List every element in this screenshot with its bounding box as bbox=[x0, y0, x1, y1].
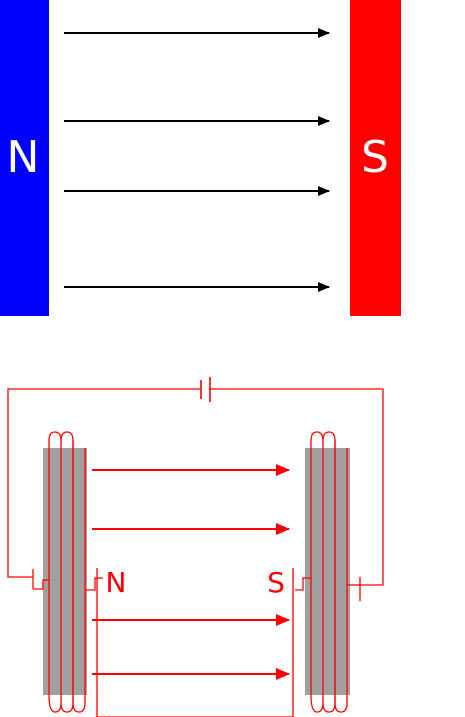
circuit-outer-loop-right bbox=[210, 388, 384, 586]
right-coil bbox=[295, 431, 360, 713]
circuit-outer-loop bbox=[7, 388, 201, 578]
north-pole-label: N bbox=[7, 132, 40, 183]
south-pole-bar bbox=[350, 0, 401, 316]
electromagnet: N S bbox=[7, 377, 384, 717]
left-iron-core bbox=[43, 448, 87, 695]
electromagnet-north-label: N bbox=[106, 566, 127, 599]
south-pole-label: S bbox=[361, 132, 389, 183]
electromagnet-south-label: S bbox=[267, 566, 285, 599]
left-coil bbox=[33, 431, 294, 717]
left-coil-lead bbox=[96, 568, 294, 717]
permanent-magnet: N S bbox=[0, 0, 401, 316]
field-lines bbox=[64, 28, 330, 292]
right-iron-core bbox=[305, 448, 350, 695]
circuit-wire bbox=[7, 377, 384, 717]
north-pole-bar bbox=[0, 0, 49, 316]
electromagnet-field-lines bbox=[92, 464, 290, 680]
